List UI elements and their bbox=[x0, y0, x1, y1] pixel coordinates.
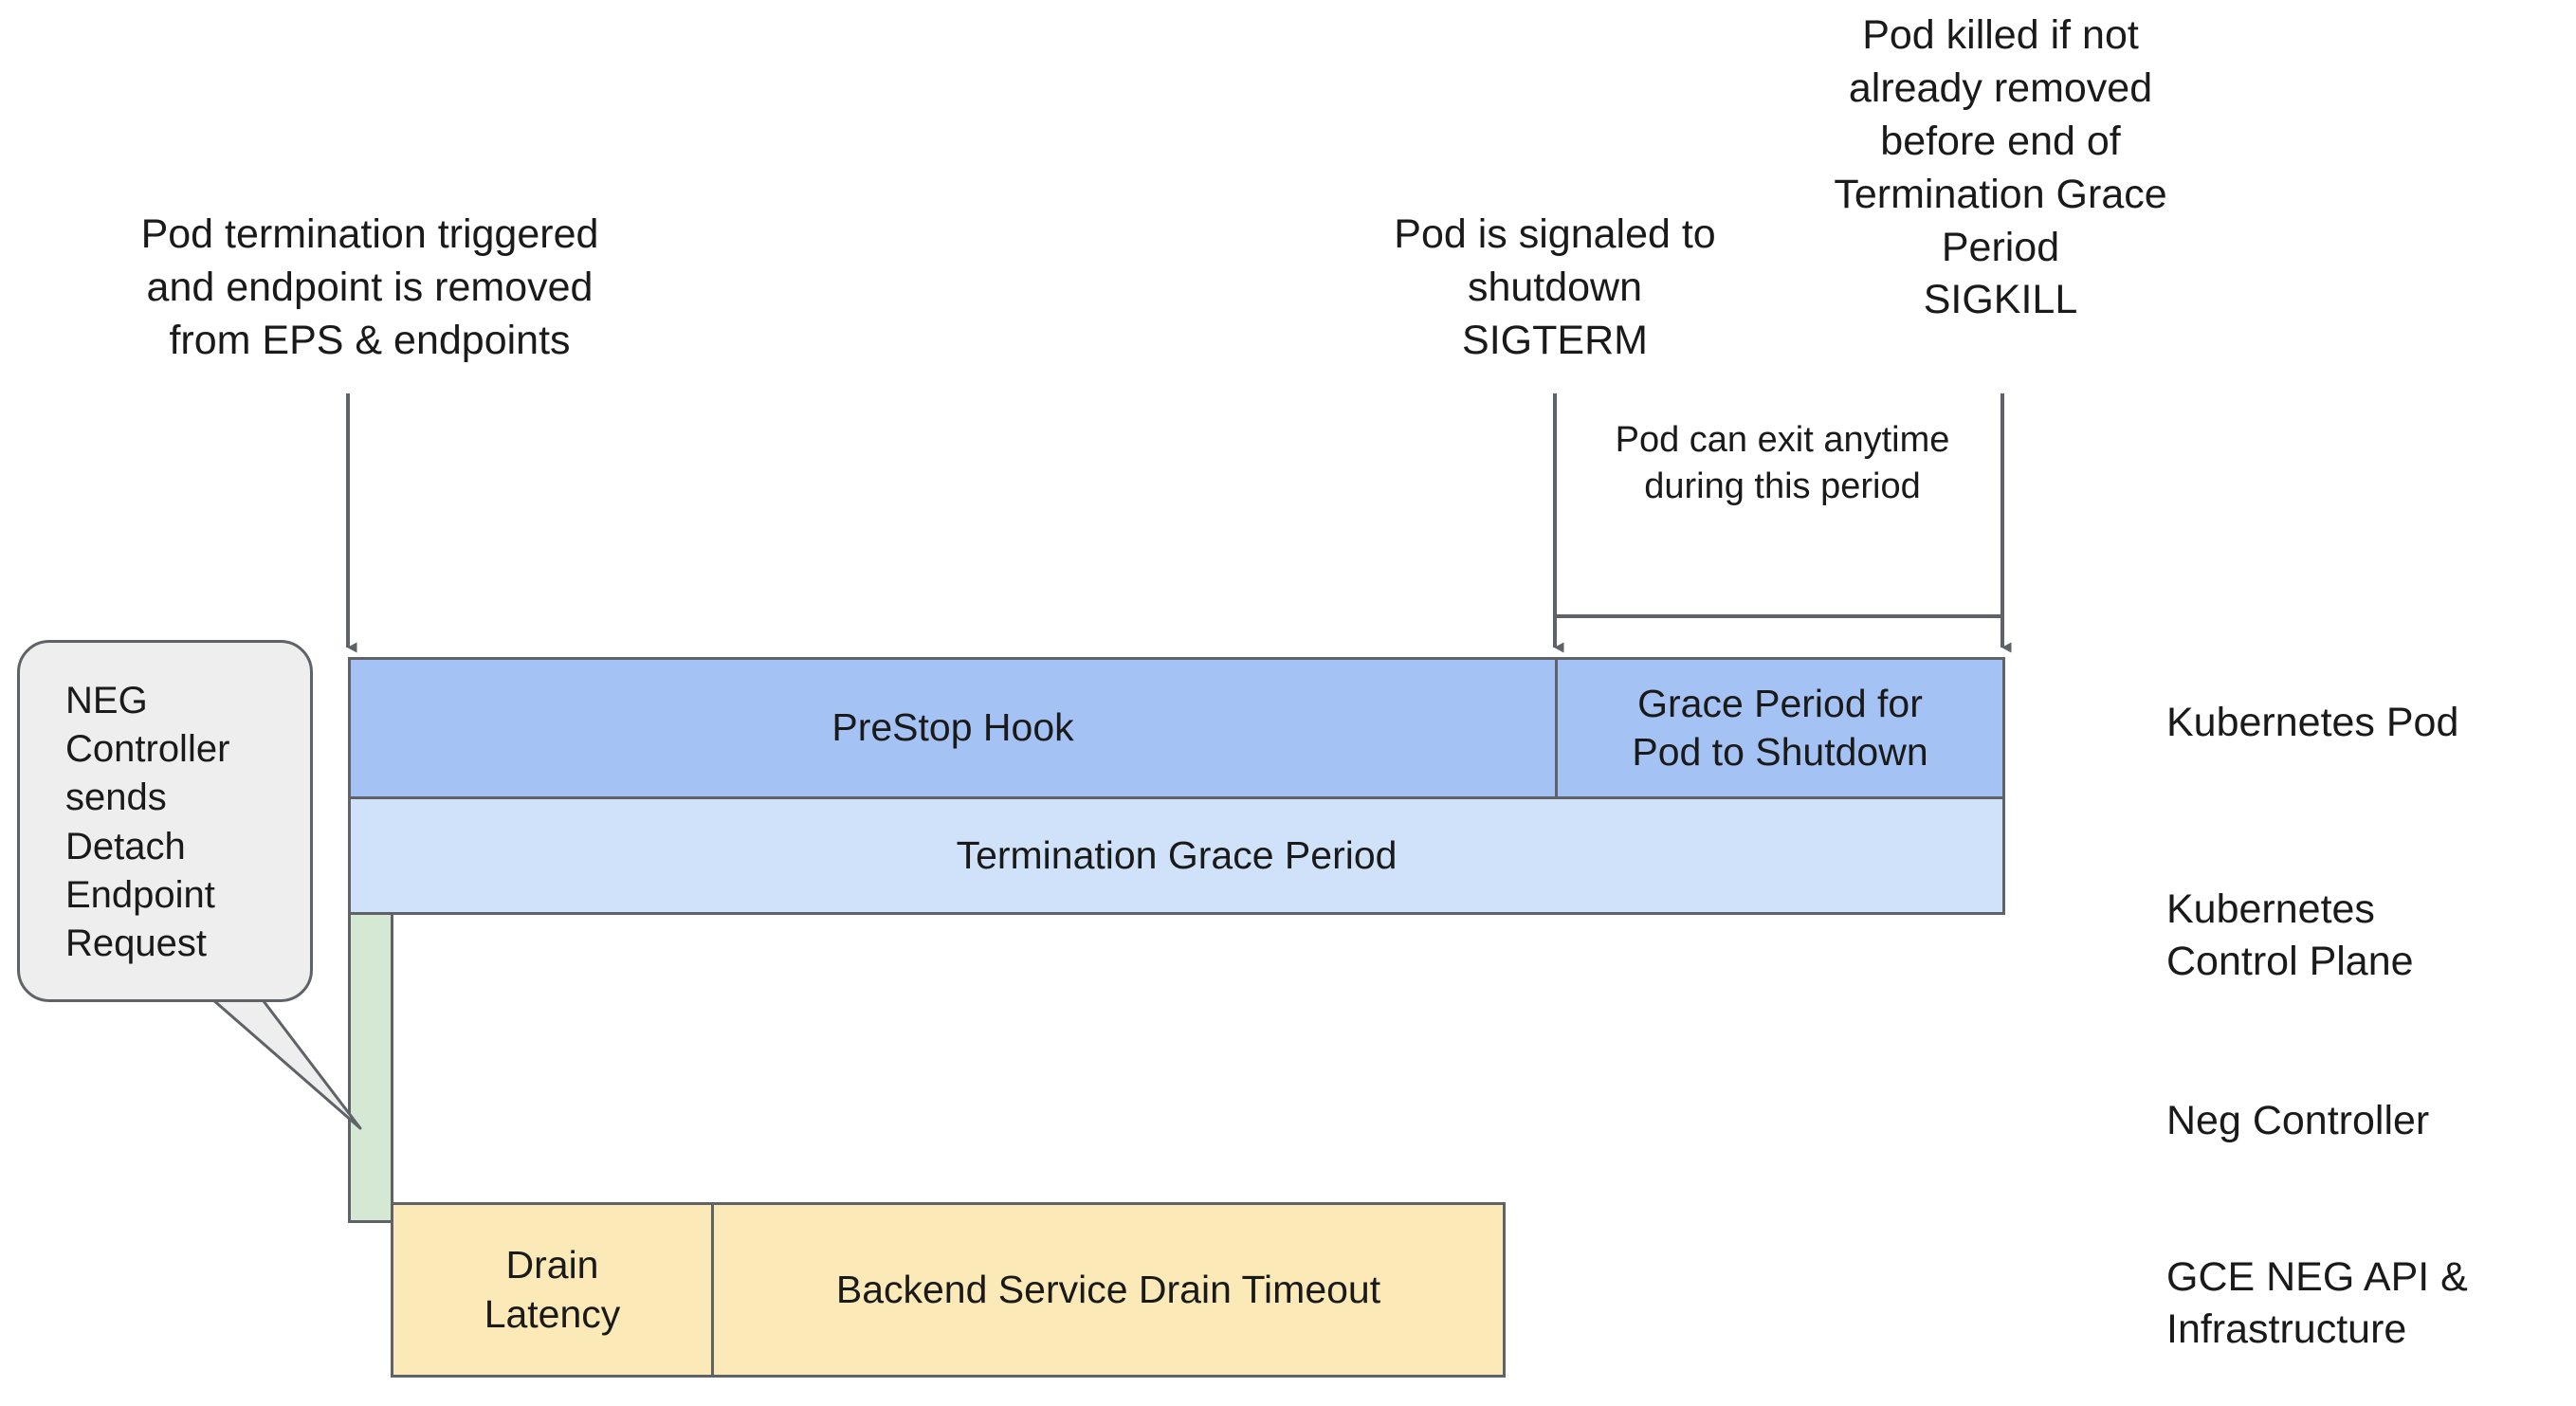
bar-neg-controller-detach[interactable] bbox=[348, 912, 393, 1223]
annotation-pod-can-exit-anytime: Pod can exit anytime during this period bbox=[1615, 420, 1950, 507]
annotation-sigterm: Pod is signaled to shutdown SIGTERM bbox=[1394, 211, 1716, 363]
bar-grace-period-for-pod-to-shutdown[interactable]: Grace Period for Pod to Shutdown bbox=[1555, 657, 2005, 799]
lane-label-kubernetes-pod: Kubernetes Pod bbox=[2166, 700, 2459, 745]
lane-label-kubernetes-control-plane: Kubernetes Control Plane bbox=[2166, 886, 2414, 985]
lane-label-neg-controller: Neg Controller bbox=[2166, 1098, 2430, 1143]
bar-backend-service-drain-timeout[interactable]: Backend Service Drain Timeout bbox=[711, 1202, 1506, 1378]
bar-prestop-hook[interactable]: PreStop Hook bbox=[348, 657, 1558, 799]
bar-drain-latency[interactable]: Drain Latency bbox=[391, 1202, 714, 1378]
annotation-sigkill: Pod killed if not already removed before… bbox=[1834, 12, 2167, 323]
annotation-pod-termination-triggered: Pod termination triggered and endpoint i… bbox=[140, 211, 599, 363]
lane-label-gce-neg-api-infrastructure: GCE NEG API & Infrastructure bbox=[2166, 1254, 2468, 1353]
bar-termination-grace-period[interactable]: Termination Grace Period bbox=[348, 796, 2005, 915]
callout-neg-controller-detach-request: NEG Controller sends Detach Endpoint Req… bbox=[17, 640, 313, 1002]
